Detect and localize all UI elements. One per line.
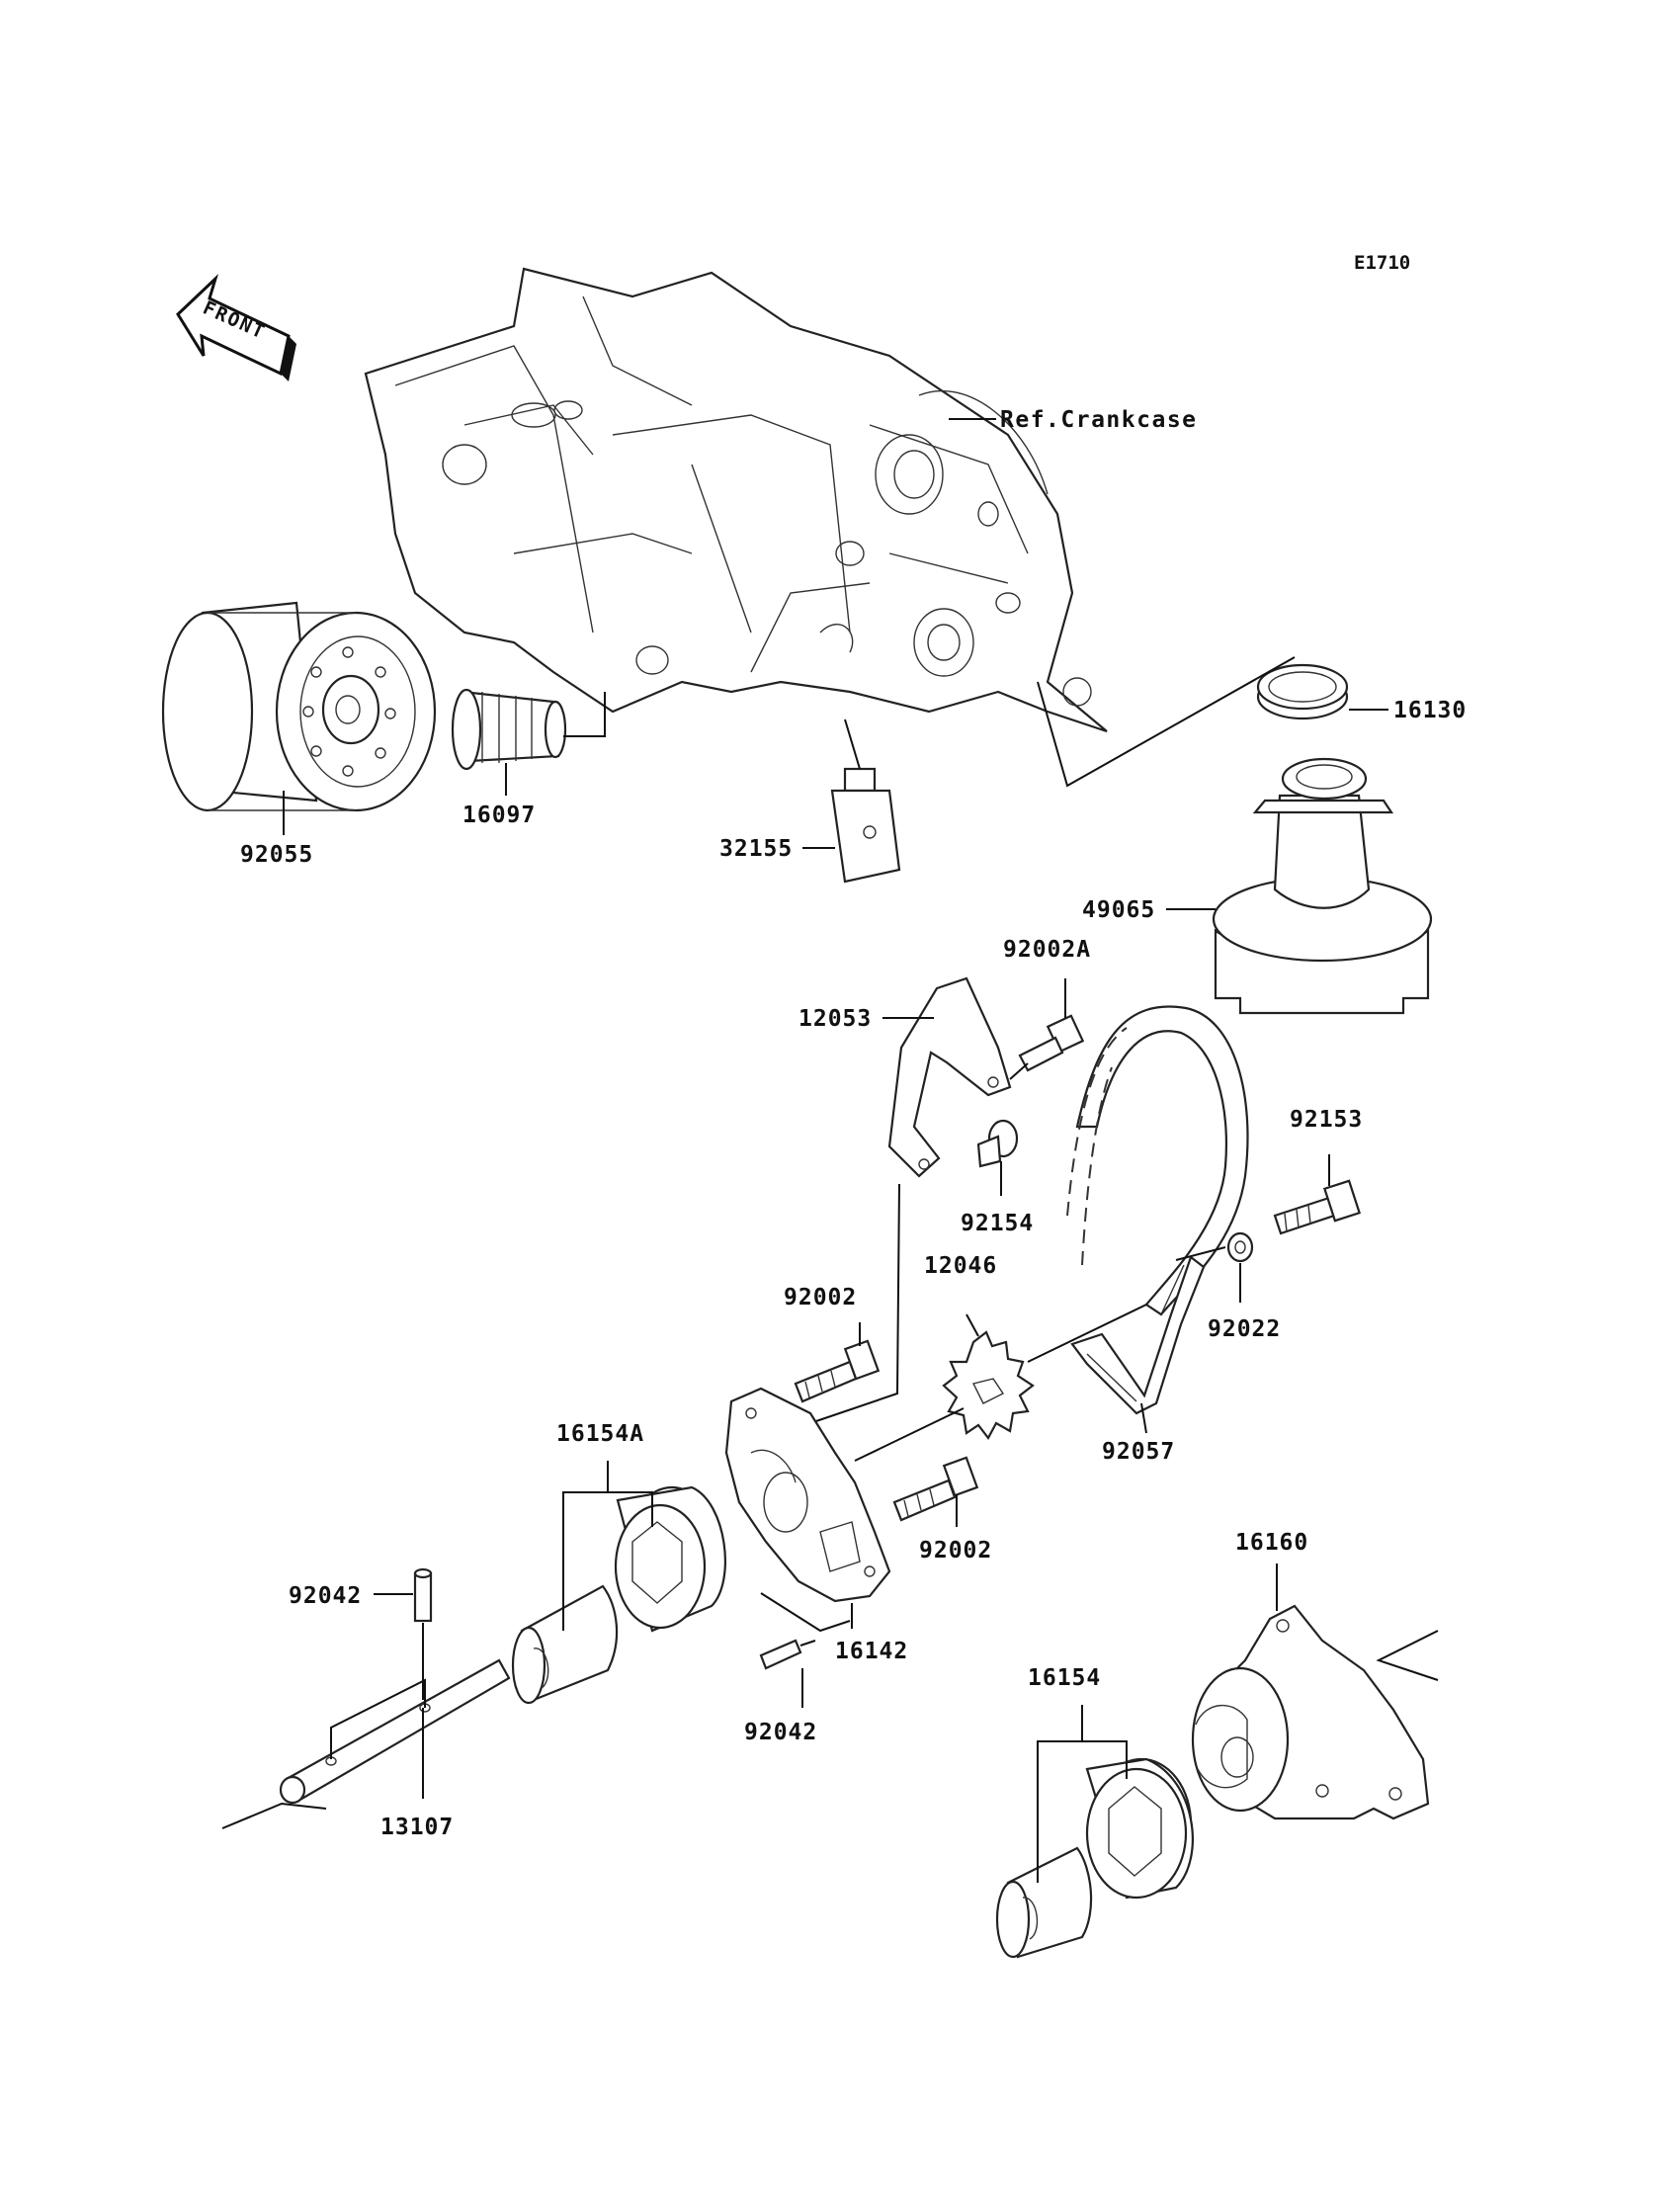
pressure-fitting-drawing	[830, 767, 901, 884]
bolt-92002-upper-drawing	[794, 1339, 881, 1403]
part-label-16097: 92055	[240, 842, 313, 868]
bolt-92154-drawing	[976, 1119, 1019, 1168]
part-label-92002-upper: 92002	[784, 1285, 857, 1310]
part-label-13107: 13107	[380, 1815, 454, 1840]
bolt-92002-lower-drawing	[892, 1456, 979, 1522]
part-label-92154: 92154	[961, 1211, 1034, 1236]
part-label-92153: 92153	[1290, 1107, 1363, 1133]
part-label-16154: 16154	[1028, 1665, 1101, 1691]
oil-strainer-drawing	[451, 688, 567, 771]
part-label-12046: 12046	[924, 1253, 997, 1279]
part-label-92055: 16130	[1393, 698, 1467, 723]
oil-filter-drawing	[161, 601, 437, 812]
part-label-92002-lower: 92002	[919, 1538, 992, 1563]
sprocket-drawing	[942, 1330, 1035, 1441]
drive-chain-drawing	[1066, 1005, 1249, 1415]
bolt-92153-drawing	[1273, 1179, 1362, 1235]
bolt-92002a-drawing	[1018, 1014, 1085, 1072]
oil-pan-drawing	[1212, 757, 1433, 1015]
rotor-16154a-drawing	[511, 1485, 726, 1705]
part-label-92002a: 92002A	[1003, 937, 1091, 963]
part-label-49065: 49065	[1082, 897, 1155, 923]
diagram-code: E1710	[1354, 252, 1410, 274]
ref-crankcase-label: Ref.Crankcase	[1000, 407, 1198, 433]
part-label-32155: 16097	[462, 803, 536, 828]
pin-92042-lower-drawing	[759, 1639, 802, 1670]
part-label-92042-upper: 92042	[289, 1583, 362, 1609]
chain-guide-drawing	[887, 976, 1012, 1178]
rotor-16154-drawing	[995, 1757, 1194, 1959]
part-label-16142: 16142	[835, 1639, 908, 1664]
crankcase-drawing	[364, 267, 1108, 733]
part-label-92057: 92057	[1102, 1439, 1175, 1465]
part-label-16130: 32155	[719, 836, 793, 862]
pump-body-drawing	[724, 1387, 891, 1603]
part-label-16154a: 16154A	[556, 1421, 644, 1447]
oil-seal-drawing	[1256, 663, 1349, 720]
washer-92022-drawing	[1226, 1231, 1254, 1263]
front-arrow-icon: FRONT	[176, 274, 296, 381]
part-label-92042-lower: 92042	[744, 1720, 817, 1745]
pump-cover-drawing	[1191, 1604, 1430, 1820]
pump-shaft-drawing	[279, 1658, 511, 1805]
pin-92042-upper-drawing	[413, 1567, 433, 1623]
part-label-92022: 92022	[1208, 1316, 1281, 1342]
part-label-12053: 12053	[798, 1006, 872, 1032]
part-label-16160: 16160	[1235, 1530, 1308, 1556]
